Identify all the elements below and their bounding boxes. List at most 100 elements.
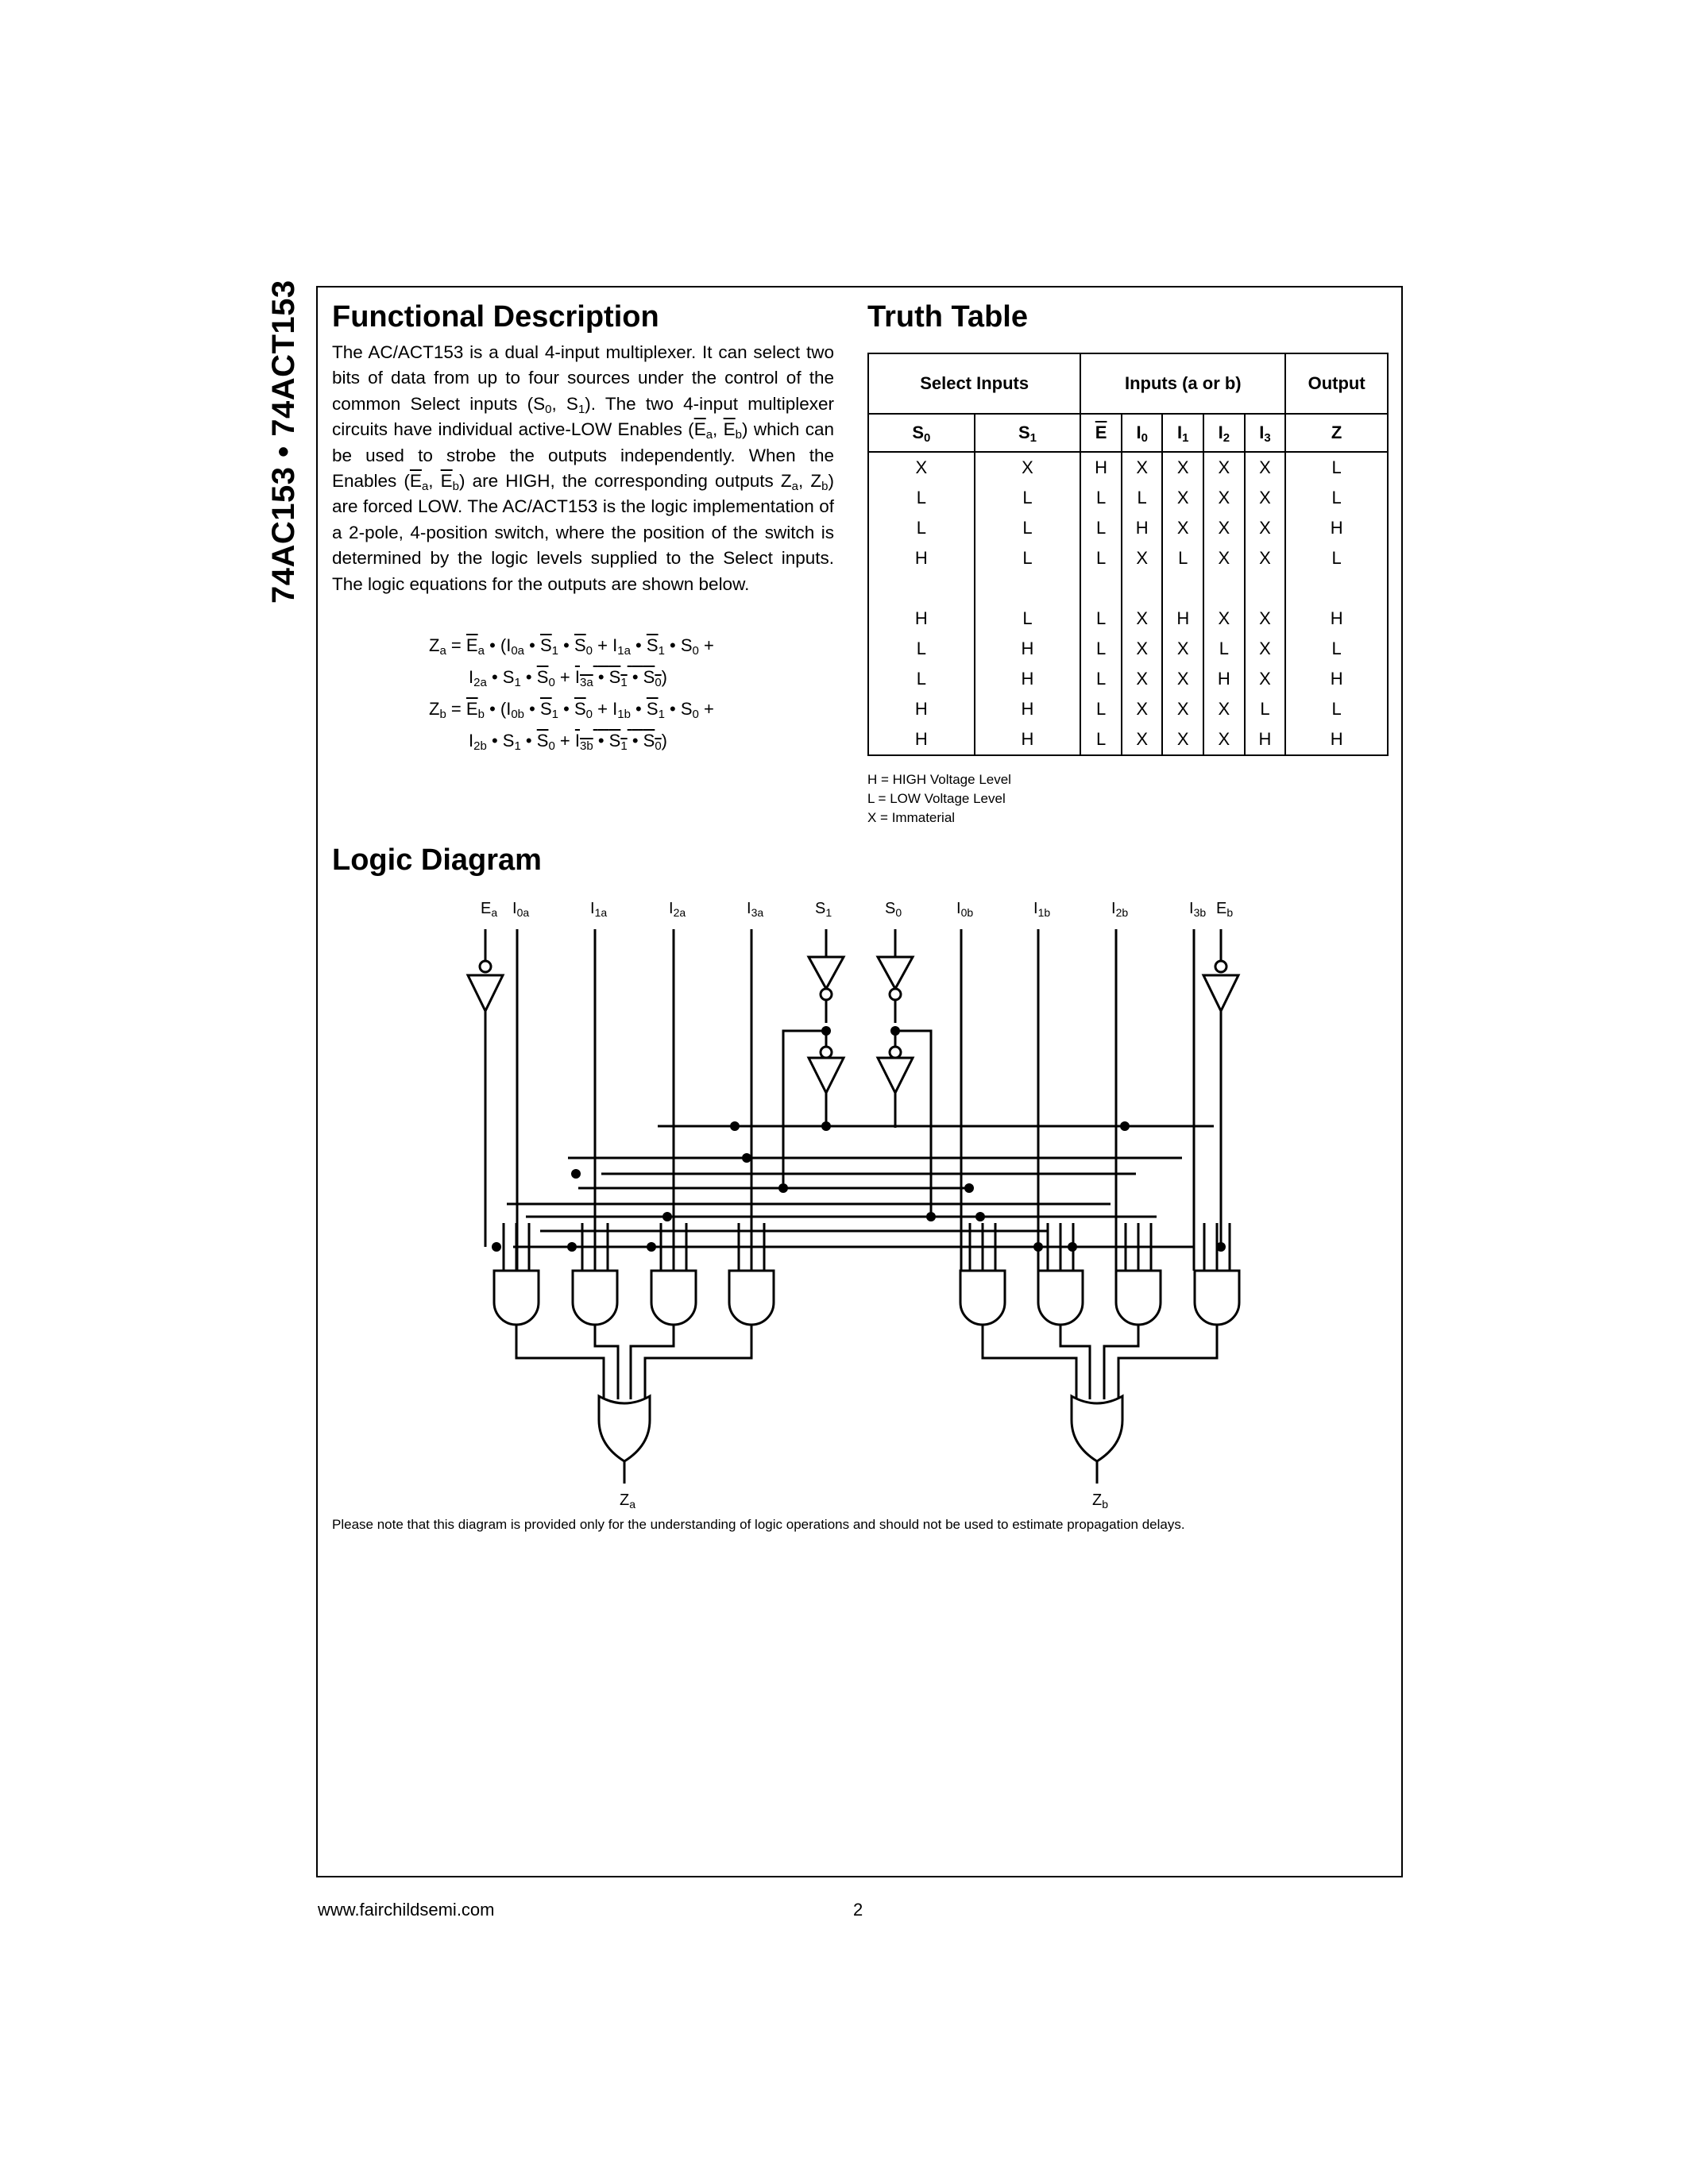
table-cell: X [1203, 513, 1246, 543]
table-cell: H [1284, 724, 1389, 756]
table-cell: H [867, 724, 975, 756]
and-gate [1193, 1269, 1241, 1326]
equation-zb-line1: Zb = Eb • (I0b • S1 • S0 + I1b • S1 • S0… [429, 699, 714, 721]
junction-dot [567, 1242, 577, 1252]
table-cell: X [973, 452, 1082, 483]
table-cell: X [1120, 452, 1164, 483]
table-cell: L [1080, 664, 1122, 694]
table-cell: X [1203, 483, 1246, 513]
group-inputs-header: Inputs (a or b) [1080, 353, 1287, 415]
group-select-header: Select Inputs [867, 353, 1082, 415]
note-high: H = HIGH Voltage Level [867, 772, 1011, 787]
table-cell: X [1161, 483, 1205, 513]
buffer-gate [806, 1056, 846, 1096]
table-cell: L [1080, 724, 1122, 756]
truth-table: Select Inputs Inputs (a or b) Output S0 … [867, 353, 1389, 756]
table-cell: L [1080, 483, 1122, 513]
za-label: Za [620, 1491, 635, 1511]
col-e: E [1080, 413, 1122, 453]
footer-url[interactable]: www.fairchildsemi.com [318, 1900, 495, 1920]
table-cell: L [973, 513, 1082, 543]
junction-dot [1216, 1242, 1226, 1252]
junction-dot [821, 1026, 831, 1036]
note-low: L = LOW Voltage Level [867, 791, 1006, 806]
table-cell: L [973, 483, 1082, 513]
table-cell: H [973, 724, 1082, 756]
group-output-header: Output [1284, 353, 1389, 415]
wire [782, 1029, 826, 1183]
and-gate [728, 1269, 775, 1326]
table-cell: X [1161, 664, 1205, 694]
inversion-bubble [819, 1045, 833, 1059]
table-cell: L [1120, 483, 1164, 513]
table-cell: L [1284, 483, 1389, 513]
table-cell: X [1161, 634, 1205, 664]
table-cell: L [1080, 694, 1122, 724]
wire [515, 1325, 605, 1399]
table-cell: L [1080, 513, 1122, 543]
table-cell: L [1243, 694, 1287, 724]
table-cell: X [1120, 634, 1164, 664]
i0a-label: I0a [512, 900, 529, 919]
buffer-gate [465, 974, 505, 1014]
table-cell: L [867, 664, 975, 694]
table-cell: L [1080, 634, 1122, 664]
table-cell: L [1080, 573, 1122, 634]
table-cell: H [1080, 452, 1122, 483]
table-cell: X [1161, 513, 1205, 543]
table-cell: H [1243, 724, 1287, 756]
table-cell: H [1120, 513, 1164, 543]
table-cell: X [1161, 452, 1205, 483]
table-cell: L [1203, 634, 1246, 664]
junction-dot [730, 1121, 740, 1131]
junction-dot [1033, 1242, 1043, 1252]
junction-dot [742, 1153, 751, 1163]
table-cell: H [867, 694, 975, 724]
wire [1103, 1325, 1140, 1399]
table-cell: X [1243, 452, 1287, 483]
junction-dot [926, 1212, 936, 1221]
table-cell: H [1284, 664, 1389, 694]
table-cell: L [1284, 543, 1389, 573]
and-gate [1114, 1269, 1162, 1326]
table-cell: X [1203, 694, 1246, 724]
col-i2: I2 [1203, 413, 1246, 453]
junction-dot [647, 1242, 656, 1252]
or-gate [1070, 1394, 1124, 1463]
equation-zb-line2: I2b • S1 • S0 + I3b • S1 • S0) [469, 731, 667, 753]
table-cell: X [1161, 724, 1205, 756]
table-cell: H [973, 634, 1082, 664]
truth-table-notes: H = HIGH Voltage Level L = LOW Voltage L… [867, 770, 1011, 828]
table-cell: X [1120, 573, 1164, 634]
s0-label: S0 [885, 900, 902, 919]
table-cell: L [867, 483, 975, 513]
and-gate [650, 1269, 697, 1326]
table-cell: H [867, 573, 975, 634]
table-cell: X [1203, 543, 1246, 573]
table-cell: X [1161, 694, 1205, 724]
diagram-note: Please note that this diagram is provide… [332, 1517, 1185, 1532]
functional-description-text: The AC/ACT153 is a dual 4-input multiple… [332, 342, 835, 594]
wire [981, 1325, 1078, 1399]
wire [895, 1029, 933, 1215]
table-cell: L [867, 513, 975, 543]
table-cell: X [1243, 513, 1287, 543]
inversion-bubble [819, 987, 833, 1001]
junction-dot [1120, 1121, 1130, 1131]
table-cell: X [1203, 724, 1246, 756]
junction-dot [662, 1212, 672, 1221]
table-cell: H [1284, 573, 1389, 634]
col-i0: I0 [1120, 413, 1164, 453]
eb-label: Eb [1216, 900, 1233, 919]
junction-dot [571, 1169, 581, 1179]
table-cell: X [1120, 543, 1164, 573]
inversion-bubble [478, 959, 492, 974]
